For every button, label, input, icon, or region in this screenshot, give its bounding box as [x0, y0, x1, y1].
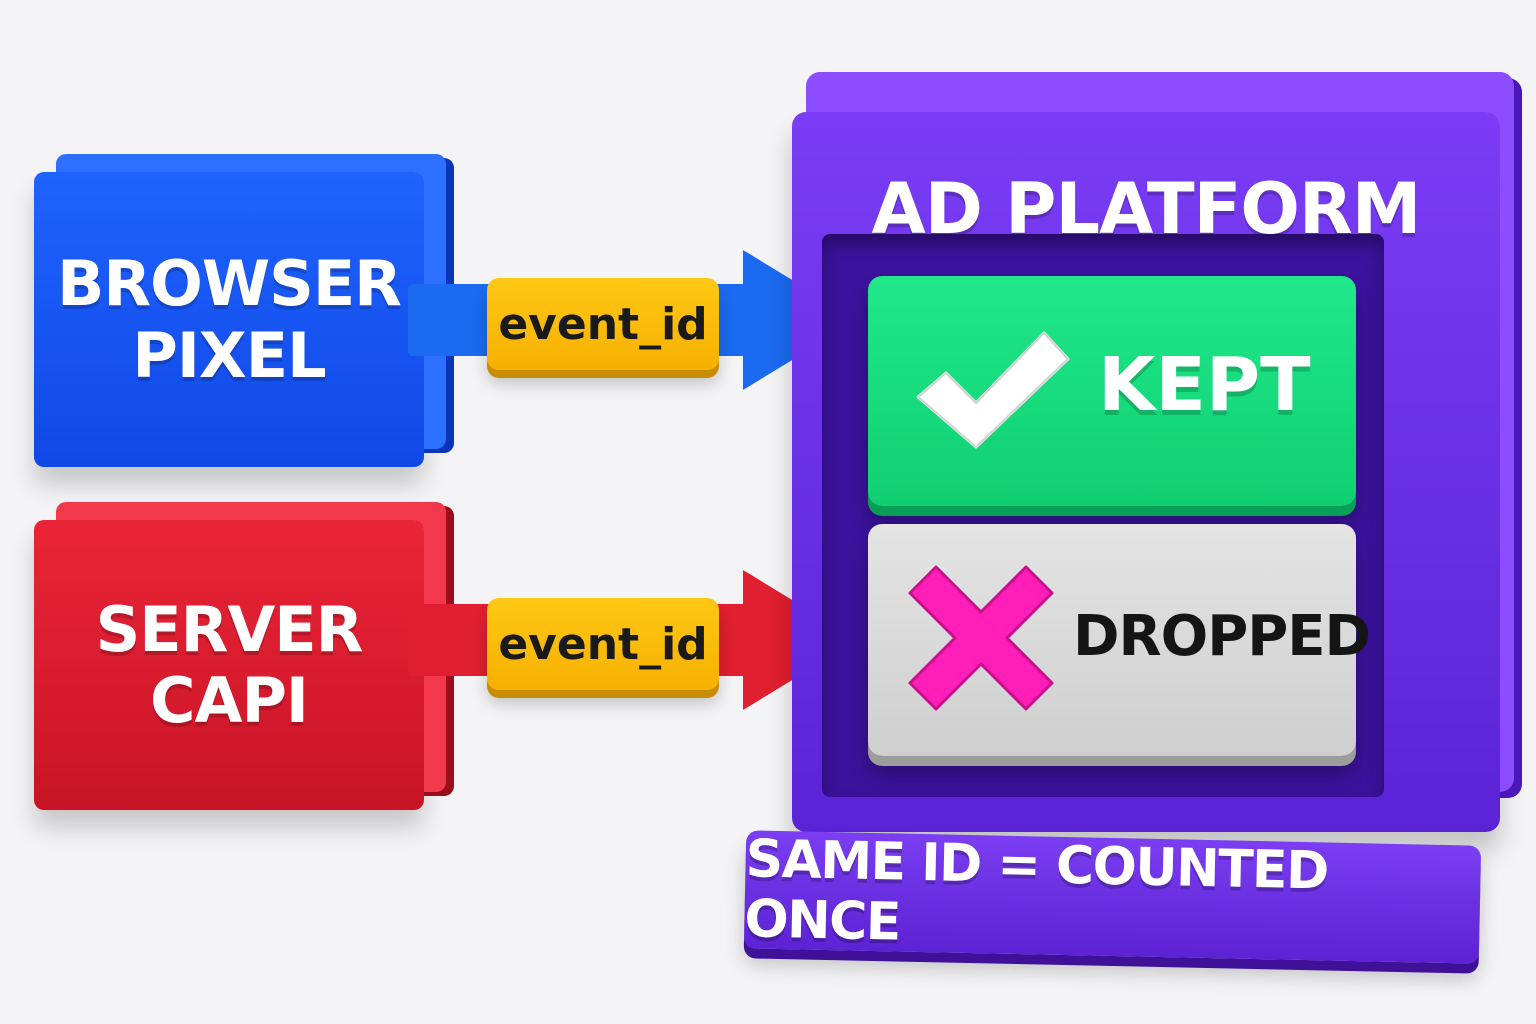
server-capi-line2: CAPI [150, 664, 309, 737]
cross-icon [906, 563, 1056, 717]
dropped-result: DROPPED [868, 524, 1371, 756]
checkmark-icon [906, 319, 1076, 463]
ad-platform-container: AD PLATFORM KEPT DROPPED [792, 112, 1500, 832]
server-event-id-tag: event_id [487, 598, 719, 690]
dedup-caption: SAME ID = COUNTED ONCE [744, 829, 1482, 964]
kept-result: KEPT [868, 276, 1356, 506]
browser-pixel-line2: PIXEL [132, 318, 326, 392]
ad-platform-inner: KEPT DROPPED [822, 234, 1384, 797]
browser-event-id-tag: event_id [487, 278, 719, 370]
browser-pixel-line1: BROWSER [57, 247, 402, 321]
browser-pixel-block: BROWSER PIXEL [34, 172, 424, 467]
kept-label: KEPT [1098, 342, 1311, 428]
server-capi-line1: SERVER [95, 592, 364, 666]
dropped-label: DROPPED [1073, 604, 1371, 669]
server-capi-block: SERVER CAPI [34, 520, 424, 810]
